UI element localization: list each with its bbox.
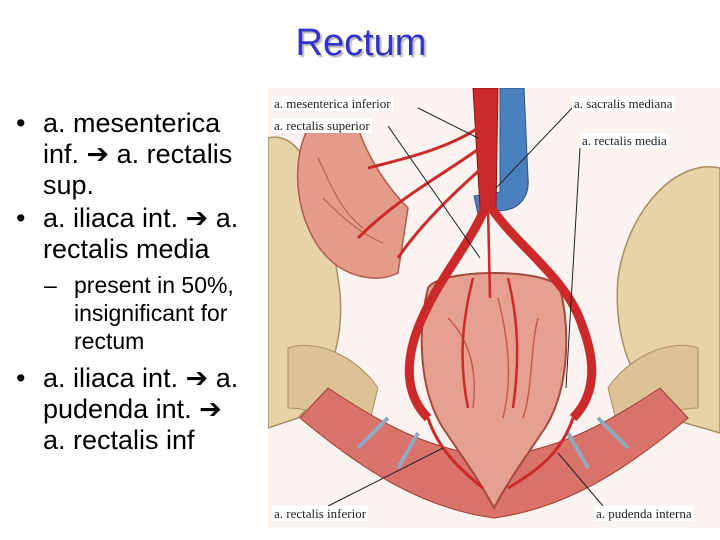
bullet-line: rectalis media bbox=[43, 234, 210, 264]
bullet-line: pudenda int. ➔ bbox=[43, 394, 222, 425]
rectum-artery-drawing bbox=[268, 88, 720, 528]
label-pudenda-interna: a. pudenda interna bbox=[594, 506, 694, 521]
bullet-line: sup. bbox=[43, 170, 95, 200]
bullet-line: a. iliaca int. ➔ a. bbox=[43, 363, 239, 394]
anatomy-illustration: a. mesenterica inferior a. rectalis supe… bbox=[268, 88, 720, 528]
bullet-dot: • bbox=[16, 363, 26, 393]
arrow-icon: ➔ bbox=[86, 139, 110, 170]
bullet-line: a. iliaca int. ➔ a. bbox=[43, 203, 239, 234]
bullet-dot: • bbox=[16, 203, 26, 233]
label-rectalis-media: a. rectalis media bbox=[580, 133, 669, 148]
label-rectalis-inferior: a. rectalis inferior bbox=[272, 506, 369, 521]
bullet-item: • a. mesenterica inf. ➔ a. rectalis sup. bbox=[10, 108, 280, 201]
arrow-icon: ➔ bbox=[199, 394, 222, 425]
sub-bullet-dash: – bbox=[44, 272, 57, 298]
sub-bullet-item: – present in 50%, insignificant for rect… bbox=[10, 271, 280, 355]
bullet-dot: • bbox=[16, 108, 26, 138]
bullet-line: a. mesenterica bbox=[43, 108, 221, 138]
sub-bullet-line: insignificant for bbox=[74, 300, 228, 326]
slide-title: Rectum bbox=[295, 22, 427, 64]
bullet-item: • a. iliaca int. ➔ a. pudenda int. ➔ a. … bbox=[10, 363, 280, 456]
sub-bullet-line: rectum bbox=[74, 328, 145, 354]
arrow-icon: ➔ bbox=[185, 203, 209, 234]
bullet-line: a. rectalis inf bbox=[43, 425, 195, 455]
label-mesenterica-inferior: a. mesenterica inferior bbox=[272, 96, 393, 111]
label-rectalis-superior: a. rectalis superior bbox=[272, 118, 372, 133]
arrow-icon: ➔ bbox=[185, 363, 209, 394]
bullet-line: inf. ➔ a. rectalis bbox=[43, 139, 233, 170]
bullet-item: • a. iliaca int. ➔ a. rectalis media bbox=[10, 203, 280, 265]
label-sacralis-mediana: a. sacralis mediana bbox=[572, 96, 675, 111]
bullet-list: • a. mesenterica inf. ➔ a. rectalis sup.… bbox=[10, 108, 280, 458]
sub-bullet-line: present in 50%, bbox=[74, 272, 234, 298]
